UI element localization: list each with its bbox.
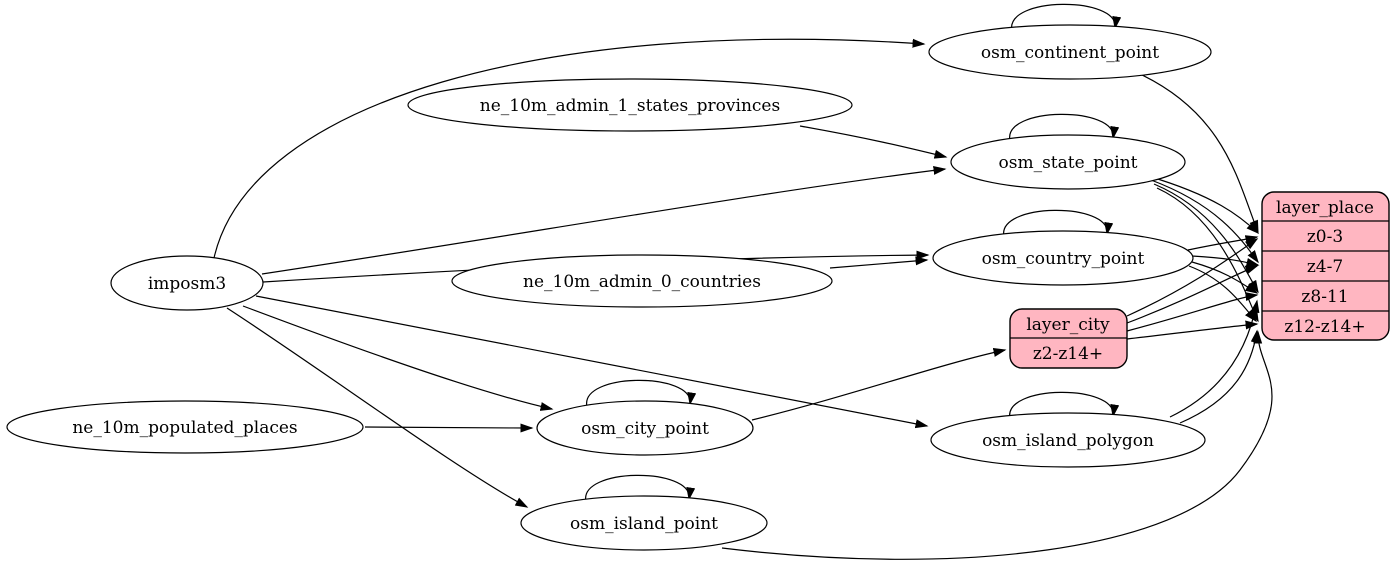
selfloop-state xyxy=(1009,113,1120,142)
layer-place-row-z8: z8-11 xyxy=(1301,287,1348,307)
edge-state-z0 xyxy=(1147,175,1260,235)
selfloop-country xyxy=(1003,209,1114,238)
edge-imposm3-state xyxy=(261,165,947,275)
edge-country-z12 xyxy=(1188,265,1257,323)
node-label-state: osm_state_point xyxy=(999,153,1138,173)
edge-ne-places-city xyxy=(364,423,534,433)
selfloop-city xyxy=(586,379,697,408)
edge-country-z8 xyxy=(1191,261,1259,294)
node-label-ne-admin1: ne_10m_admin_1_states_provinces xyxy=(480,96,780,116)
edge-islandpoint-z12 xyxy=(721,330,1273,560)
node-label-ne-admin0: ne_10m_admin_0_countries xyxy=(523,272,761,292)
node-ellipse-country xyxy=(932,230,1194,286)
node-ellipse-state xyxy=(950,134,1186,190)
edge-layercity-z0 xyxy=(1126,238,1259,317)
layer-place-title: layer_place xyxy=(1276,198,1374,218)
selfloop-island-polygon xyxy=(1009,391,1120,420)
edge-layercity-z12 xyxy=(1126,320,1259,340)
node-label-ne-places: ne_10m_populated_places xyxy=(72,418,297,438)
node-ellipse-imposm3 xyxy=(110,255,264,311)
record-layer-place: layer_place z0-3 z4-7 z8-11 z12-z14+ xyxy=(1261,191,1390,341)
layer-place-row-z4: z4-7 xyxy=(1307,257,1343,277)
node-ellipse-ne-places xyxy=(6,400,364,454)
edge-continent-z0 xyxy=(1139,73,1259,234)
record-layer-city: layer_city z2-z14+ xyxy=(1009,308,1128,369)
edge-city-layercity xyxy=(751,348,1007,421)
node-ellipse-ne-admin0 xyxy=(451,254,833,308)
node-label-country: osm_country_point xyxy=(982,249,1145,269)
edge-country-z0 xyxy=(1187,235,1259,251)
node-label-city: osm_city_point xyxy=(581,419,709,439)
node-label-island-point: osm_island_point xyxy=(570,514,718,534)
selfloop-continent xyxy=(1011,3,1122,32)
layer-city-row-z2: z2-z14+ xyxy=(1033,344,1103,364)
edge-islandpolygon-z8 xyxy=(1169,299,1260,418)
layer-place-box xyxy=(1261,191,1390,341)
edge-ne-admin1-state xyxy=(799,125,948,159)
node-ellipse-city xyxy=(536,400,754,456)
node-ellipse-island-point xyxy=(520,495,768,551)
node-label-continent: osm_continent_point xyxy=(981,43,1159,63)
edge-islandpolygon-z12 xyxy=(1179,329,1260,424)
edge-state-z4 xyxy=(1150,179,1259,264)
node-ellipse-continent xyxy=(928,24,1212,80)
edge-country-z4 xyxy=(1191,255,1260,267)
edge-imposm3-island-point xyxy=(226,307,529,508)
edge-layercity-z4 xyxy=(1126,265,1259,324)
layer-place-row-z12: z12-z14+ xyxy=(1284,317,1365,337)
selfloop-island-point xyxy=(585,474,696,503)
edge-imposm3-continent xyxy=(213,38,926,259)
edge-layercity-z8 xyxy=(1126,292,1259,332)
layer-place-row-z0: z0-3 xyxy=(1307,227,1343,247)
layer-city-title: layer_city xyxy=(1026,315,1110,335)
node-label-imposm3: imposm3 xyxy=(148,274,226,294)
edge-state-z8 xyxy=(1153,183,1259,294)
node-label-island-polygon: osm_island_polygon xyxy=(982,431,1154,451)
edge-ne-admin0-country xyxy=(829,256,929,269)
node-group: imposm3 ne_10m_admin_1_states_provinces … xyxy=(6,24,1212,551)
edge-imposm3-city xyxy=(242,305,554,411)
node-ellipse-island-polygon xyxy=(930,412,1206,468)
node-ellipse-ne-admin1 xyxy=(407,78,853,132)
